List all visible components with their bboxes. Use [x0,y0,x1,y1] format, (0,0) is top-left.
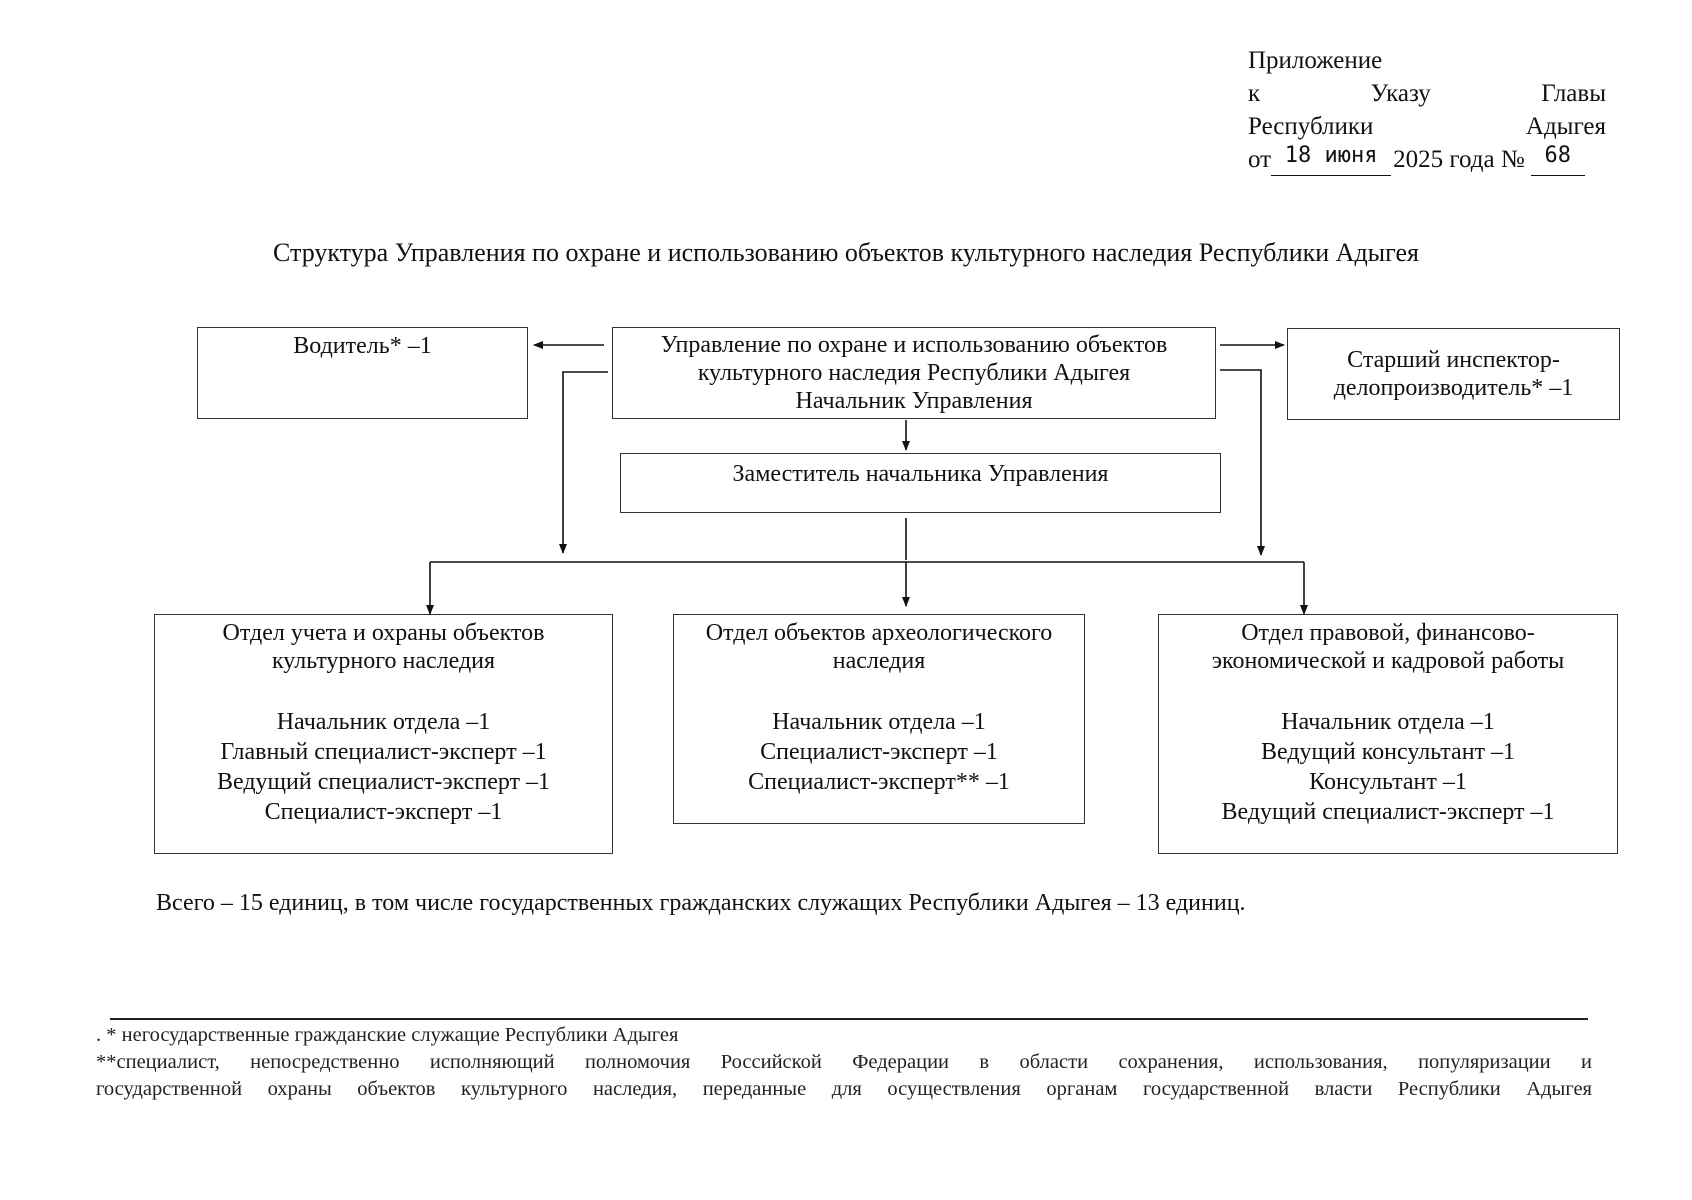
staff-position: Специалист-эксперт –1 [264,799,503,825]
deputy-label: Заместитель начальника Управления [732,461,1109,487]
staff-position: Начальник отдела –1 [276,709,491,735]
department-2-box: Отдел объектов археологического наследия… [673,614,1085,824]
footnotes: . * негосударственные гражданские служащ… [96,1022,1592,1103]
head-line-3: Начальник Управления [795,388,1033,414]
department-title: наследия [832,648,926,674]
department-title: Отдел учета и охраны объектов [222,620,545,646]
date-suffix: 2025 года № [1393,146,1525,173]
footnote-2-line-2: государственной охраны объектов культурн… [96,1078,1592,1100]
staff-total: Всего – 15 единиц, в том числе государст… [156,890,1246,916]
staff-position: Начальник отдела –1 [772,709,986,735]
footnote-1: . * негосударственные гражданские служащ… [96,1024,679,1046]
department-title: Отдел правовой, финансово- [1241,620,1535,646]
staff-position: Консультант –1 [1309,769,1467,795]
appendix-word: Адыгея [1525,113,1606,140]
driver-label: Водитель* –1 [293,333,432,359]
staff-position: Специалист-эксперт** –1 [748,769,1010,795]
appendix-word: Указу [1370,80,1431,107]
staff-position: Начальник отдела –1 [1281,709,1495,735]
appendix-header: Приложение к Указу Главы Республики Адыг… [1248,44,1606,176]
staff-position: Главный специалист-эксперт –1 [220,739,547,765]
decree-date: 18 июня [1271,143,1392,176]
appendix-word: Главы [1541,80,1606,107]
inspector-line-2: делопроизводитель* –1 [1333,375,1574,401]
appendix-date-line: от 18 июня 2025 года № 68 [1248,143,1606,176]
department-3-box: Отдел правовой, финансово- экономической… [1158,614,1618,854]
decree-number: 68 [1530,143,1585,176]
appendix-line-2: к Указу Главы [1248,77,1606,110]
staff-position: Ведущий консультант –1 [1260,739,1516,765]
inspector-box: Старший инспектор- делопроизводитель* –1 [1287,328,1620,420]
arrow-head-to-department-3 [1220,369,1265,556]
appendix-line-3: Республики Адыгея [1248,110,1606,143]
appendix-word: Республики [1248,113,1374,140]
page-title: Структура Управления по охране и использ… [273,238,1419,267]
head-line-1: Управление по охране и использованию объ… [660,332,1168,358]
footnote-2-line-1: **специалист, непосредственно исполняющи… [96,1051,1592,1073]
arrow-head-to-department-1 [559,371,608,554]
staff-position: Специалист-эксперт –1 [760,739,998,765]
staff-position: Ведущий специалист-эксперт –1 [1221,799,1555,825]
appendix-word: к [1248,80,1261,107]
deputy-box: Заместитель начальника Управления [620,453,1221,513]
head-line-2: культурного наследия Республики Адыгея [697,360,1131,386]
head-box: Управление по охране и использованию объ… [612,327,1216,419]
department-title: экономической и кадровой работы [1211,648,1565,674]
driver-box: Водитель* –1 [197,327,528,419]
appendix-word: Приложение [1248,47,1383,74]
date-prefix: от [1248,146,1272,173]
department-1-box: Отдел учета и охраны объектов культурног… [154,614,613,854]
appendix-line-1: Приложение [1248,44,1606,77]
footnote-rule [110,1018,1588,1020]
staff-position: Ведущий специалист-эксперт –1 [216,769,551,795]
department-title: культурного наследия [271,648,496,674]
department-title: Отдел объектов археологического [705,620,1053,646]
inspector-line-1: Старший инспектор- [1347,347,1560,373]
